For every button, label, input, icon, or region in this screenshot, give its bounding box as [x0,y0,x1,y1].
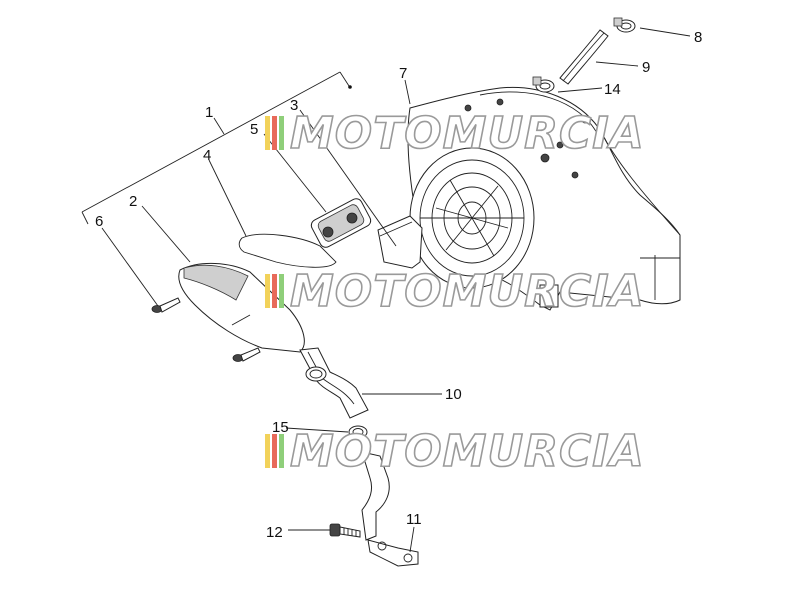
hose-clamp-top [613,17,636,33]
callout-9: 9 [642,59,650,76]
callout-12: 12 [266,524,283,541]
screw-upper [151,297,181,313]
cover-plate [377,215,423,269]
watermark-text: MOTOMURCIA [290,266,645,317]
drain-bolt [329,523,361,538]
callout-14: 14 [604,81,621,98]
watermark-stripe-red [272,434,277,468]
watermark-top: MOTOMURCIA [265,107,645,160]
filter-element [310,198,372,248]
watermark-stripe-red [272,274,277,308]
watermark-stripe-yellow [265,116,270,150]
callout-5: 5 [250,121,258,138]
assembly-bracket [81,71,350,225]
watermark-text: MOTOMURCIA [290,108,645,159]
watermark-stripe-green [279,274,284,308]
callout-2: 2 [129,193,137,210]
callout-4: 4 [203,147,211,164]
hose-clamp-lower [532,76,555,93]
leader-lines [101,27,691,553]
watermark-stripe-yellow [265,274,270,308]
callout-15: 15 [272,419,289,436]
screw-lower [232,347,261,362]
callout-8: 8 [694,29,702,46]
callout-10: 10 [445,386,462,403]
transmission-cover [407,86,681,311]
watermark-stripe-yellow [265,434,270,468]
watermark-stripe-red [272,116,277,150]
elbow-hose [299,347,369,439]
watermark-bottom: MOTOMURCIA [265,425,645,478]
callout-7: 7 [399,65,407,82]
drain-pipe [361,451,419,567]
watermark-text: MOTOMURCIA [290,426,645,477]
watermark-middle: MOTOMURCIA [265,265,645,318]
watermark-stripe-green [279,434,284,468]
callout-6: 6 [95,213,103,230]
gasket [238,233,337,268]
watermark-stripe-green [279,116,284,150]
filter-cover [178,262,305,353]
callout-11: 11 [406,511,422,528]
bracket-dot [348,85,352,89]
callout-1: 1 [205,104,213,121]
callout-3: 3 [290,97,298,114]
breather-hose [559,29,609,85]
